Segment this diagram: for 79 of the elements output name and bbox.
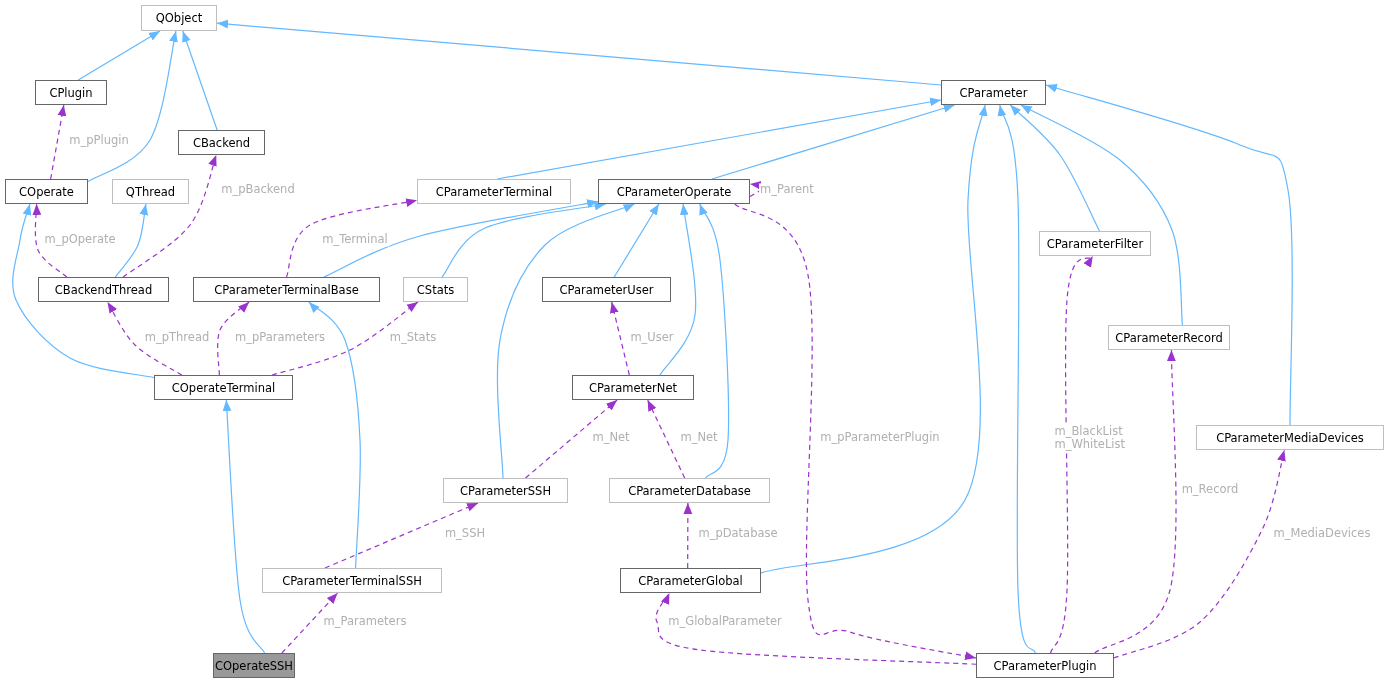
dashed-arrow bbox=[271, 301, 419, 376]
class-box: CPlugin bbox=[35, 80, 107, 105]
class-box: CParameterRecord bbox=[1108, 325, 1230, 350]
arrow bbox=[1045, 83, 1293, 426]
edge-label: m_Record bbox=[1180, 483, 1240, 497]
dashed-arrow bbox=[1049, 255, 1094, 654]
arrow bbox=[496, 203, 636, 479]
arrow bbox=[659, 203, 697, 376]
arrow bbox=[182, 30, 218, 131]
dashed-arrow bbox=[50, 104, 67, 180]
arrow bbox=[216, 19, 942, 86]
arrow bbox=[760, 104, 987, 574]
arrow bbox=[711, 104, 956, 180]
edge-label: m_Stats bbox=[388, 331, 438, 345]
dashed-arrow bbox=[524, 399, 618, 479]
edge-label: m_Terminal bbox=[321, 233, 389, 247]
dashed-arrow bbox=[734, 203, 977, 661]
dashed-arrow bbox=[609, 301, 630, 376]
arrow bbox=[441, 201, 607, 278]
arrow bbox=[323, 199, 599, 278]
dashed-arrow bbox=[655, 592, 977, 665]
class-box: CBackendThread bbox=[38, 277, 169, 302]
dashed-arrow bbox=[32, 203, 68, 278]
arrow bbox=[12, 203, 155, 379]
arrow bbox=[87, 30, 179, 183]
edge-label: m_pParameters bbox=[233, 331, 327, 345]
class-box: QObject bbox=[141, 5, 217, 31]
dashed-arrow bbox=[324, 502, 479, 569]
arrow bbox=[1020, 104, 1183, 326]
edge-label: m_Parameters bbox=[322, 615, 408, 629]
dashed-arrow bbox=[106, 301, 183, 376]
dashed-arrow bbox=[122, 154, 217, 278]
class-box: CParameterUser bbox=[542, 277, 671, 302]
class-box: COperateTerminal bbox=[154, 375, 293, 400]
edge-label: m_pPlugin bbox=[68, 134, 130, 148]
class-box: CParameterMediaDevices bbox=[1196, 425, 1384, 450]
dashed-arrow bbox=[1113, 449, 1286, 659]
arrow bbox=[1009, 104, 1101, 232]
edge-label: m_Net bbox=[679, 431, 719, 445]
class-box: CParameterTerminalSSH bbox=[262, 568, 442, 593]
edge-label: m_Net bbox=[591, 431, 631, 445]
dashed-arrow bbox=[285, 198, 418, 278]
edge-label: m_pDatabase bbox=[697, 527, 779, 541]
arrow bbox=[613, 203, 660, 278]
edge-label: m_pBackend bbox=[220, 183, 296, 197]
dashed-arrow bbox=[217, 301, 250, 376]
arrow bbox=[998, 104, 1036, 654]
class-box: CParameterSSH bbox=[443, 478, 568, 503]
class-box: CParameterFilter bbox=[1039, 231, 1151, 256]
class-box: CParameter bbox=[941, 80, 1046, 105]
class-box: COperateSSH bbox=[213, 653, 295, 678]
class-box: COperate bbox=[5, 179, 88, 204]
arrow bbox=[222, 399, 266, 654]
class-box: QThread bbox=[112, 179, 189, 204]
arrow bbox=[77, 30, 161, 81]
edge-label: m_Parent bbox=[759, 183, 815, 197]
dashed-arrow bbox=[683, 502, 693, 569]
class-box: CBackend bbox=[178, 130, 265, 155]
class-box: CParameterNet bbox=[572, 375, 694, 400]
edge-label: m_GlobalParameter bbox=[667, 615, 783, 629]
class-box: CParameterPlugin bbox=[976, 653, 1114, 678]
edge-label: m_pThread bbox=[143, 331, 211, 345]
arrow bbox=[114, 203, 149, 278]
class-box: CParameterOperate bbox=[598, 179, 750, 204]
edge-label: m_SSH bbox=[443, 527, 487, 541]
edge-label: m_MediaDevices bbox=[1272, 527, 1372, 541]
arrow bbox=[699, 203, 730, 479]
edge-label: m_pOperate bbox=[43, 233, 117, 247]
class-box: CStats bbox=[403, 277, 468, 302]
edge-label: m_pParameterPlugin bbox=[819, 431, 941, 445]
class-box: CParameterTerminalBase bbox=[193, 277, 380, 302]
class-box: CParameterDatabase bbox=[609, 478, 770, 503]
arrow bbox=[308, 301, 361, 569]
dashed-arrow bbox=[1094, 349, 1177, 654]
class-box: CParameterGlobal bbox=[620, 568, 761, 593]
edge-label: m_User bbox=[629, 331, 675, 345]
dashed-arrow bbox=[647, 399, 686, 479]
dashed-arrow bbox=[281, 592, 339, 654]
class-box: CParameterTerminal bbox=[417, 179, 571, 204]
